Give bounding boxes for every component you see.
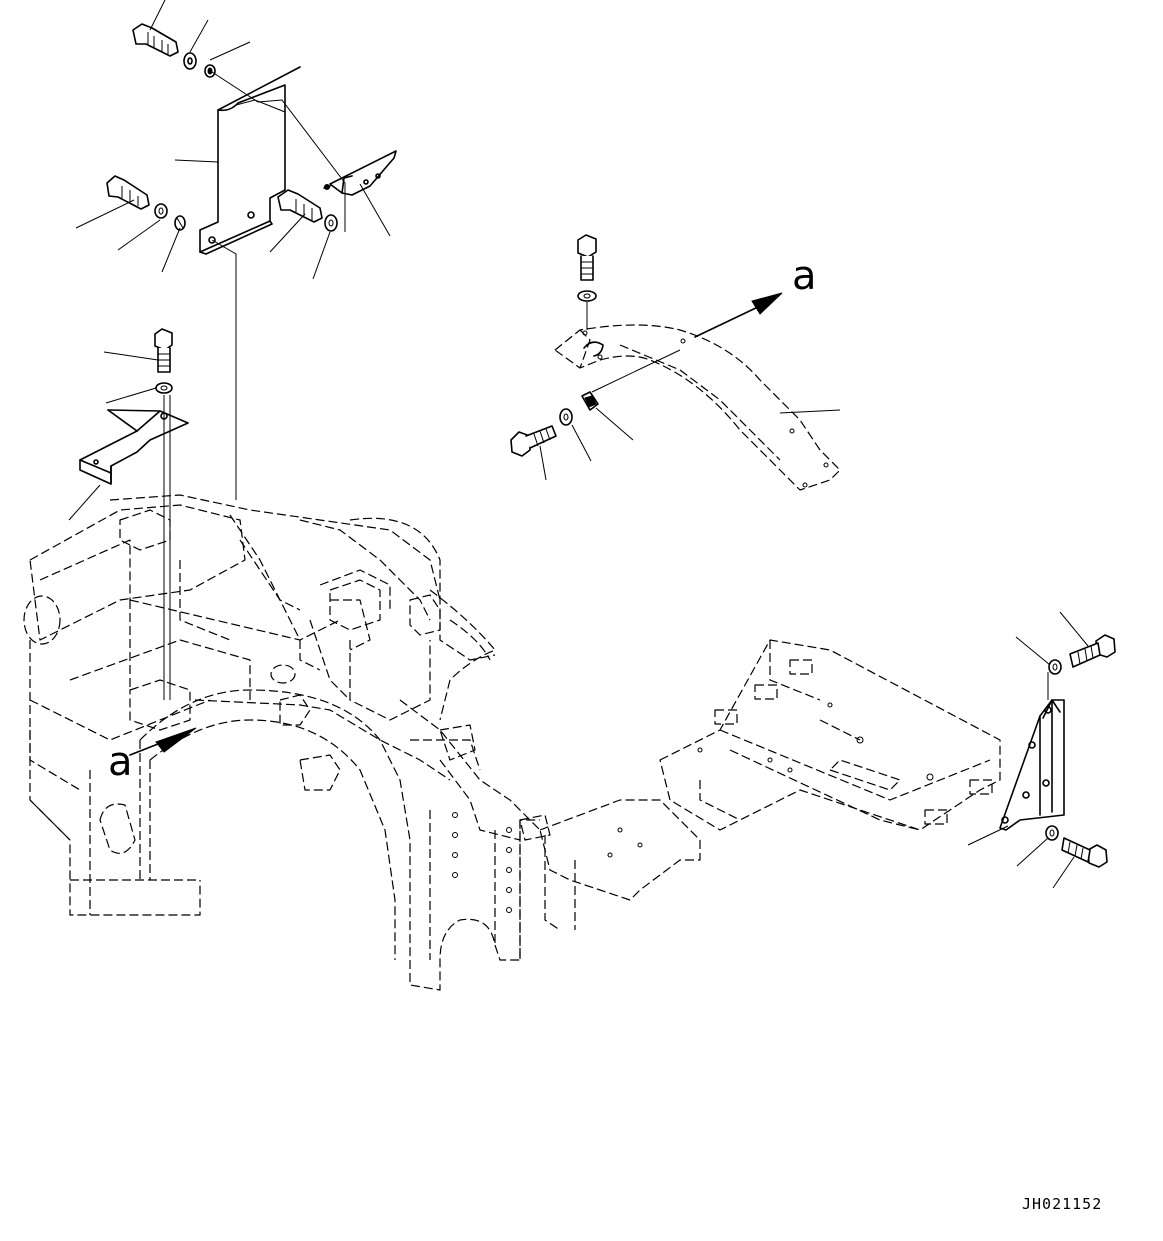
washer-vertical-left (155, 382, 173, 394)
guard-long-dashed (554, 324, 841, 491)
washer-top-1 (183, 52, 197, 70)
spring-washer-top (204, 64, 216, 78)
bolt-mid-left (106, 175, 150, 210)
clip-lower-center (581, 391, 599, 411)
cover-plate-upper (199, 66, 301, 255)
bolt-right-bottom (1061, 837, 1108, 868)
drawing-code: JH021152 (1022, 1195, 1102, 1213)
bolt-lower-center (510, 425, 557, 457)
washer-right-bottom (1045, 825, 1059, 841)
washer-mid-left (154, 203, 168, 219)
bolt-vertical-left (154, 328, 173, 373)
side-plate-holes (452, 812, 512, 913)
center-guard (539, 799, 701, 931)
bolt-right-top (1069, 634, 1116, 668)
frame-blocks (119, 509, 551, 841)
view-arrow-lower (129, 727, 197, 756)
bracket-plate-small (323, 150, 397, 196)
spring-washer-mid-left (174, 215, 186, 231)
washer-right-top (1048, 659, 1062, 675)
bolt-vertical-right (577, 234, 597, 281)
view-label-a-upper: a (792, 253, 817, 299)
washer-lower-center (559, 408, 573, 426)
guard-small-left (79, 409, 189, 485)
bracket-right (999, 699, 1065, 831)
leader-lines (68, 0, 1089, 889)
bolt-mid-center (277, 189, 323, 223)
right-platform (659, 639, 1001, 831)
view-label-a-lower: a (108, 739, 133, 785)
view-arrow-upper (694, 292, 783, 338)
bolt-top-left (132, 23, 179, 57)
washer-vertical-right (577, 290, 597, 302)
main-frame (23, 494, 551, 991)
washer-mid-center (324, 214, 338, 232)
